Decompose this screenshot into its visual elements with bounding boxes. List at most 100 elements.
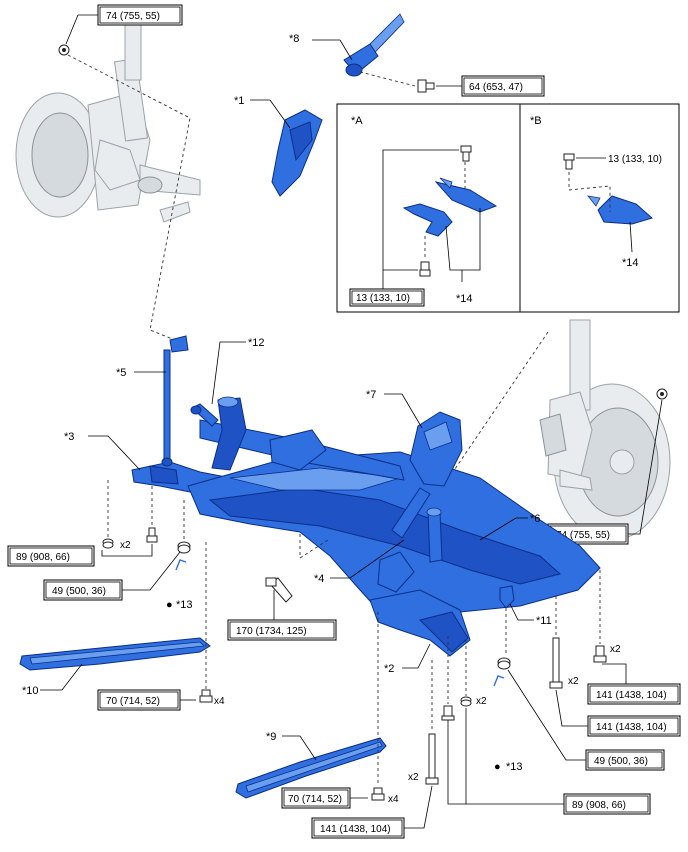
multiplier-141-r2: x2 (568, 676, 579, 687)
torque-box-70-bottom: 70 (714, 52) (281, 787, 351, 809)
callout-8: *8 (289, 33, 299, 45)
bolt-89-bottom-icon (441, 705, 455, 721)
callout-11: *11 (536, 615, 552, 627)
torque-text-49-right: 49 (500, 36) (594, 756, 648, 767)
multiplier-70-left: x4 (214, 696, 225, 707)
callout-9: *9 (266, 731, 276, 743)
torque-text-170: 170 (1734, 125) (236, 626, 307, 637)
dash-b (568, 172, 611, 212)
callout-6: *6 (530, 513, 540, 525)
front-knuckle-left-illustration (15, 19, 201, 223)
inset-a-cover-lower (402, 203, 453, 237)
callout-13-right: *13 (506, 761, 523, 773)
multiplier-141-r1: x2 (610, 644, 621, 655)
leader-1b (269, 99, 291, 129)
rear-brace-9 (235, 737, 387, 799)
multiplier-89-left: x2 (120, 540, 131, 551)
leader-top-b (65, 14, 79, 45)
leader-7 (384, 393, 423, 429)
bolt-8-icon (417, 79, 435, 93)
torque-text-a: 13 (133, 10) (356, 293, 410, 304)
leader-89-left (101, 544, 153, 557)
leader-141-r1 (602, 663, 627, 686)
torque-box-141-bottom: 141 (1438, 104) (311, 817, 405, 839)
callout-1: *1 (234, 95, 244, 107)
inset-a-bolt-bottom-icon (419, 261, 431, 277)
callout-14-b: *14 (622, 257, 639, 269)
torque-text-8: 64 (653, 47) (469, 82, 523, 93)
nut-89-bottom-icon (460, 696, 472, 707)
inset-a-label: *A (351, 115, 363, 127)
cotter-pin-13-left-icon (175, 559, 187, 571)
bolt-170-icon (265, 577, 293, 603)
torque-box-141-r2: 141 (1438, 104) (587, 715, 681, 737)
dash-right-knuckle (437, 331, 549, 495)
bolt-89-left-icon (146, 527, 158, 543)
nut-49-right-icon (497, 657, 511, 670)
callout-3: *3 (64, 431, 74, 443)
torque-box-49-left: 49 (500, 36) (43, 579, 123, 601)
callout-5: *5 (116, 367, 126, 379)
bolt-141-bottom-icon (425, 733, 439, 785)
leader-12 (211, 341, 246, 405)
front-suspension-crossmember (131, 396, 601, 657)
torque-box-a: 13 (133, 10) (349, 288, 425, 307)
multiplier-141-bottom: x2 (408, 772, 419, 783)
front-brace-10 (19, 637, 211, 671)
dash-8 (359, 71, 416, 87)
inset-a-cover-upper (434, 177, 498, 213)
callout-10: *10 (22, 685, 39, 697)
bolt-70-bottom-icon (371, 787, 385, 801)
stabilizer-link (161, 335, 189, 467)
multiplier-70-bottom: x4 (388, 794, 399, 805)
torque-text-141-r1: 141 (1438, 104) (596, 690, 667, 701)
torque-text-89-bottom: 89 (908, 66) (572, 800, 626, 811)
leader-6 (479, 517, 528, 541)
torque-box-70-left: 70 (714, 52) (97, 689, 181, 711)
torque-text-70-left: 70 (714, 52) (106, 696, 160, 707)
torque-text-b: 13 (133, 10) (608, 154, 662, 165)
callout-7: *7 (366, 389, 376, 401)
torque-text-141-bottom: 141 (1438, 104) (320, 824, 391, 835)
torque-text-70-bottom: 70 (714, 52) (288, 794, 342, 805)
leader-3 (88, 435, 141, 471)
leader-8b (339, 39, 353, 61)
nut-89-left-icon (102, 538, 114, 549)
torque-text-74-right: 74 (755, 55) (556, 530, 610, 541)
leader-a-13a (382, 149, 459, 290)
leader-49-left (122, 551, 181, 591)
callout-4: *4 (314, 573, 324, 585)
multiplier-89-bottom: x2 (476, 696, 487, 707)
torque-box-8: 64 (653, 47) (461, 75, 545, 97)
leader-10 (40, 663, 83, 691)
inset-b-bolt-icon (563, 153, 575, 170)
right-nut-icon (656, 388, 668, 400)
nut-49-left-icon (177, 541, 191, 554)
callout-2: *2 (384, 663, 394, 675)
callout-12: *12 (248, 337, 265, 349)
torque-box-141-r1: 141 (1438, 104) (587, 683, 681, 705)
steering-gear-cover (271, 109, 323, 197)
leader-4 (330, 539, 405, 579)
inset-b-cover (587, 195, 654, 225)
bolt-141-r1-icon (593, 645, 607, 663)
inset-a-bolt-top-icon (460, 145, 472, 162)
dash-link-top (67, 54, 191, 343)
leader-b-14 (629, 221, 633, 253)
bullet-13-right: ● (494, 761, 501, 773)
callout-14-a: *14 (456, 293, 473, 305)
cotter-pin-13-right-icon (493, 675, 505, 687)
steering-intermediate-shaft (343, 13, 405, 77)
torque-text-89-left: 89 (908, 66) (16, 552, 70, 563)
top-nut-center (62, 48, 66, 52)
torque-box-170: 170 (1734, 125) (227, 619, 337, 641)
torque-box-49-right: 49 (500, 36) (585, 749, 665, 771)
leader-89-bottom (447, 708, 467, 805)
bolt-70-left-icon (199, 689, 213, 703)
front-knuckle-right-illustration (539, 319, 671, 541)
leader-74-right (628, 399, 663, 535)
torque-text-top: 74 (755, 55) (106, 11, 160, 22)
leader-141-bottom (404, 785, 433, 829)
leader-141-r2 (555, 689, 590, 727)
